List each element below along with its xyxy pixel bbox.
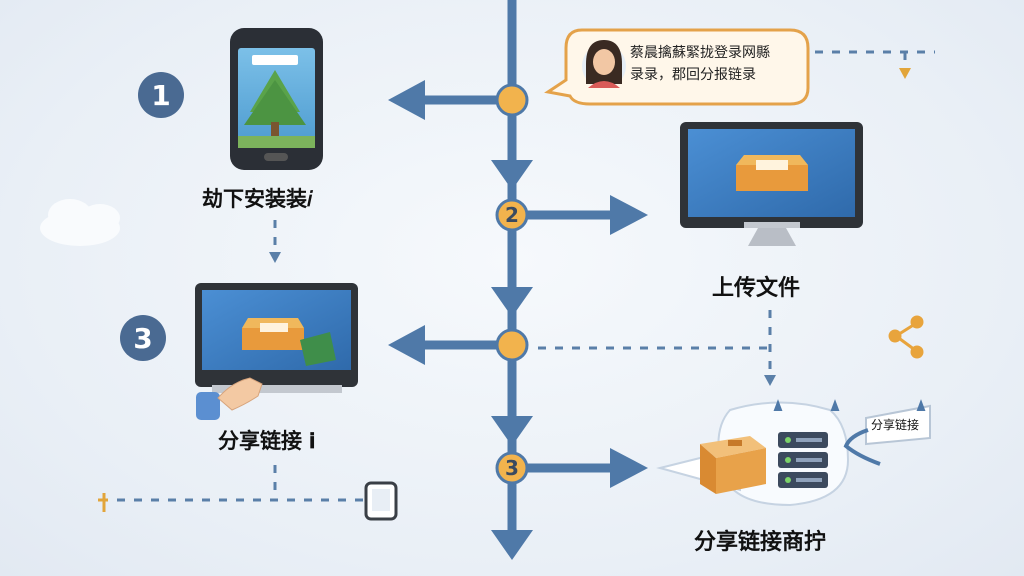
phone-icon <box>230 28 323 170</box>
share-icon <box>888 315 924 359</box>
left-arrow-top <box>388 80 500 120</box>
step-1-number: 1 <box>151 79 171 112</box>
spine-arrowheads <box>491 160 533 560</box>
step-3-node <box>495 451 529 485</box>
tablet-icon <box>364 481 398 521</box>
cloud-icon <box>40 199 120 246</box>
monitor-icon <box>195 283 358 393</box>
bubble-line-2: 录录，郡回分报链录 <box>630 67 756 83</box>
left-arrow-middle <box>388 325 500 365</box>
step-2-node <box>495 198 529 232</box>
share-tag-label: 分享链接 <box>871 418 920 432</box>
upload-label: 上传文件 <box>712 276 801 301</box>
right-arrow-share <box>525 448 648 488</box>
hand-icon <box>196 377 263 420</box>
server-icon <box>778 432 828 488</box>
step-3-number: 3 <box>133 322 153 355</box>
share-tag-shape <box>843 404 931 466</box>
dashed-connectors <box>100 50 935 502</box>
box-icon <box>700 436 766 494</box>
bubble-line-1: 蔡晨擒蘇緊拢登录网縣 <box>630 45 770 61</box>
node-top <box>495 83 529 117</box>
right-arrow-upload <box>525 195 648 235</box>
node-middle <box>495 328 529 362</box>
small-connector-icon <box>98 493 108 512</box>
user-avatar-icon <box>582 40 626 88</box>
monitor-icon <box>680 122 863 246</box>
share-link-label: 分享链接 𝐢 <box>218 429 316 453</box>
step-2-number: 2 <box>505 203 519 227</box>
step-1-badge <box>138 72 184 118</box>
step-3-badge <box>120 315 166 361</box>
step-3-center-number: 3 <box>505 456 519 480</box>
upload-markers <box>773 399 926 411</box>
phone-label: 劫下安装装𝑖 <box>202 187 313 211</box>
share-product-label: 分享链接商拧 <box>694 530 827 555</box>
